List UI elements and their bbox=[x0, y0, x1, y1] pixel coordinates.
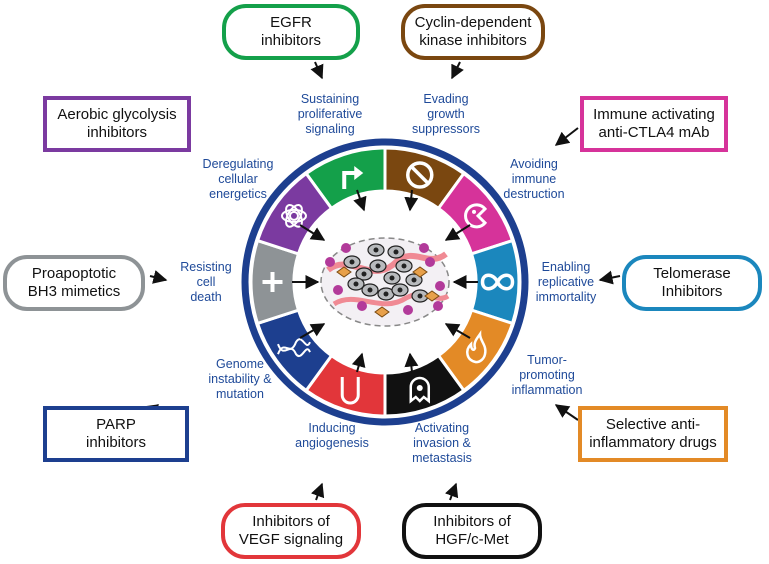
immune-cell bbox=[341, 243, 351, 253]
immune-cell bbox=[425, 257, 435, 267]
therapy-label: inhibitors bbox=[260, 32, 322, 49]
therapy-label: Telomerase bbox=[653, 265, 731, 282]
tumor-illustration bbox=[320, 237, 450, 327]
therapy-label: Inhibitors of bbox=[252, 513, 330, 530]
cell-nucleus bbox=[349, 259, 355, 265]
infinity-icon bbox=[480, 273, 515, 291]
therapy-label: VEGF signaling bbox=[238, 531, 344, 548]
arrow bbox=[404, 352, 419, 373]
stromal-cell bbox=[336, 266, 352, 278]
therapy-label: BH3 mimetics bbox=[27, 283, 121, 300]
atom-icon bbox=[280, 204, 307, 228]
arrow bbox=[451, 61, 464, 80]
no-entry-icon bbox=[406, 161, 434, 189]
cell-nucleus bbox=[383, 291, 389, 297]
arrow bbox=[353, 189, 367, 212]
cell-nucleus bbox=[361, 271, 367, 277]
arrow bbox=[299, 323, 326, 339]
stromal-cell bbox=[374, 306, 390, 318]
ring-outer-border bbox=[241, 138, 529, 426]
plus-icon bbox=[262, 272, 283, 292]
therapy-box-antiinflammatory: Selective anti-inflammatory drugs bbox=[578, 406, 728, 462]
arrow bbox=[351, 352, 366, 373]
arrow bbox=[310, 61, 324, 80]
arrow bbox=[149, 270, 168, 284]
ghost-cell-icon bbox=[409, 376, 431, 404]
cell-nucleus bbox=[367, 287, 373, 293]
therapy-label: inhibitors bbox=[85, 434, 147, 451]
vessel-icon bbox=[340, 376, 360, 405]
cell-nucleus bbox=[389, 275, 395, 281]
cell-nucleus bbox=[373, 247, 379, 253]
therapy-label: Immune activating bbox=[593, 106, 715, 123]
arrow bbox=[598, 270, 621, 285]
cell-nucleus bbox=[375, 263, 381, 269]
therapy-label: HGF/c-Met bbox=[435, 531, 509, 548]
therapy-label: Selective anti- bbox=[605, 416, 701, 433]
immune-cell bbox=[333, 285, 343, 295]
dna-icon bbox=[277, 338, 311, 357]
flame-icon bbox=[466, 330, 487, 364]
arrow bbox=[445, 482, 459, 501]
immune-cell bbox=[435, 281, 445, 291]
arrow bbox=[299, 224, 326, 241]
therapy-label: EGFR bbox=[270, 14, 312, 31]
cell-nucleus bbox=[393, 249, 399, 255]
stromal-cell bbox=[412, 266, 428, 278]
therapy-label: Aerobic glycolysis bbox=[57, 106, 177, 123]
ring-segment-glycolysis bbox=[255, 171, 334, 256]
hallmark-ring bbox=[241, 138, 529, 426]
therapy-label: inflammatory drugs bbox=[589, 434, 717, 451]
cell-nucleus bbox=[411, 277, 417, 283]
immune-cell bbox=[403, 305, 413, 315]
therapy-label: Inhibitors bbox=[661, 283, 723, 300]
cell-nucleus bbox=[353, 281, 359, 287]
arrow bbox=[311, 482, 325, 501]
immune-cell bbox=[357, 301, 367, 311]
arrow-icon bbox=[342, 166, 364, 190]
arrow bbox=[554, 404, 579, 421]
pacman-cell-icon bbox=[464, 203, 488, 229]
arrow bbox=[404, 189, 419, 212]
therapy-label: Inhibitors of bbox=[433, 513, 511, 530]
cell-nucleus bbox=[397, 287, 403, 293]
immune-cell bbox=[419, 243, 429, 253]
therapy-label: Proapoptotic bbox=[31, 265, 117, 282]
therapy-label: inhibitors bbox=[86, 124, 148, 141]
therapy-label: anti-CTLA4 mAb bbox=[598, 124, 710, 141]
stromal-cell bbox=[424, 290, 440, 302]
arrow bbox=[554, 127, 579, 146]
arrow bbox=[444, 224, 471, 241]
therapy-label: PARP bbox=[96, 416, 136, 433]
immune-cell bbox=[433, 301, 443, 311]
therapy-label: kinase inhibitors bbox=[419, 32, 527, 49]
therapy-label: Cyclin-dependent bbox=[414, 14, 532, 31]
cell-nucleus bbox=[401, 263, 407, 269]
immune-cell bbox=[325, 257, 335, 267]
arrow bbox=[444, 323, 471, 339]
cell-nucleus bbox=[417, 293, 423, 299]
